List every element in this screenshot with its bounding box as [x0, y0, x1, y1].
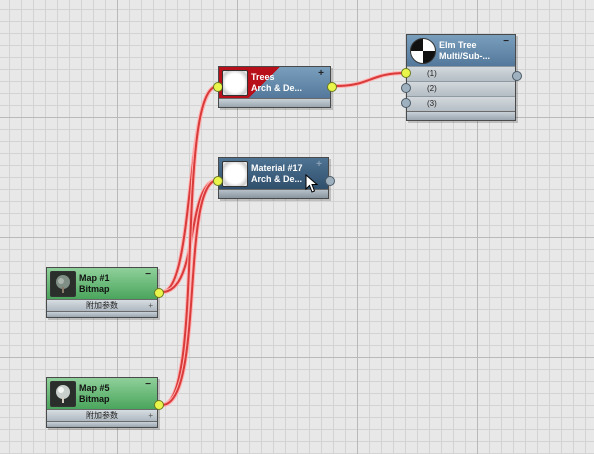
slot-row-2[interactable]: (2)	[401, 81, 515, 96]
output-port[interactable]	[512, 71, 522, 81]
slot-row-1[interactable]: (1)	[401, 66, 515, 81]
expand-icon[interactable]: +	[318, 68, 324, 79]
node-footer	[47, 311, 157, 317]
node-subtitle: Bitmap	[79, 283, 110, 294]
wire-trees-to-elm[interactable]	[335, 72, 407, 87]
node-subtitle: Arch & De...	[251, 82, 303, 93]
input-port[interactable]	[213, 176, 223, 186]
node-title: Elm Tree	[439, 39, 477, 50]
params-rollout[interactable]: 附加参数 +	[47, 299, 157, 311]
arrow-cursor-icon	[305, 174, 319, 193]
params-rollout[interactable]: 附加参数 +	[47, 409, 157, 421]
slot-input-port[interactable]	[401, 68, 411, 78]
wire-map1-to-trees[interactable]	[161, 85, 219, 293]
node-trees[interactable]: Trees Arch & De... +	[213, 66, 337, 108]
checker-sphere-icon	[410, 37, 436, 64]
node-footer	[219, 189, 328, 198]
slot-input-port[interactable]	[401, 98, 411, 108]
node-elm-tree[interactable]: Elm Tree Multi/Sub-... − (1) (2) (3)	[401, 34, 522, 121]
node-subtitle: Multi/Sub-...	[439, 50, 490, 61]
node-footer	[407, 111, 515, 120]
output-port[interactable]	[325, 176, 335, 186]
node-subtitle: Arch & De...	[251, 173, 303, 184]
slot-input-port[interactable]	[401, 83, 411, 93]
node-title: Material #17	[251, 162, 303, 173]
node-footer	[219, 98, 330, 107]
slot-label: (1)	[427, 69, 437, 78]
slot-label: (2)	[427, 84, 437, 93]
collapse-icon[interactable]: −	[145, 269, 151, 280]
params-label: 附加参数	[86, 301, 118, 310]
wire-map1-to-material17[interactable]	[161, 179, 219, 293]
output-port[interactable]	[327, 82, 337, 92]
output-port[interactable]	[154, 400, 164, 410]
node-title: Map #1	[79, 272, 110, 283]
output-port[interactable]	[154, 288, 164, 298]
node-map-1[interactable]: Map #1 Bitmap − 附加参数 +	[46, 267, 164, 318]
params-label: 附加参数	[86, 411, 118, 420]
node-title: Trees	[251, 71, 275, 82]
slot-label: (3)	[427, 99, 437, 108]
node-title: Map #5	[79, 382, 110, 393]
wire-map5-to-material17[interactable]	[161, 179, 219, 406]
tree-bitmap-icon	[50, 270, 76, 297]
expand-icon[interactable]: +	[316, 159, 322, 170]
white-sphere-icon	[222, 69, 248, 96]
node-material-17[interactable]: Material #17 Arch & De... +	[213, 157, 335, 199]
node-subtitle: Bitmap	[79, 393, 110, 404]
white-sphere-icon	[222, 160, 248, 187]
node-map-5[interactable]: Map #5 Bitmap − 附加参数 +	[46, 377, 164, 428]
collapse-icon[interactable]: −	[503, 36, 509, 47]
expand-icon[interactable]: +	[148, 301, 153, 310]
slot-row-3[interactable]: (3)	[401, 96, 515, 111]
tree-bitmap-icon	[50, 380, 76, 407]
expand-icon[interactable]: +	[148, 411, 153, 420]
collapse-icon[interactable]: −	[145, 379, 151, 390]
node-footer	[47, 421, 157, 427]
wire-map5-to-trees[interactable]	[161, 85, 219, 406]
